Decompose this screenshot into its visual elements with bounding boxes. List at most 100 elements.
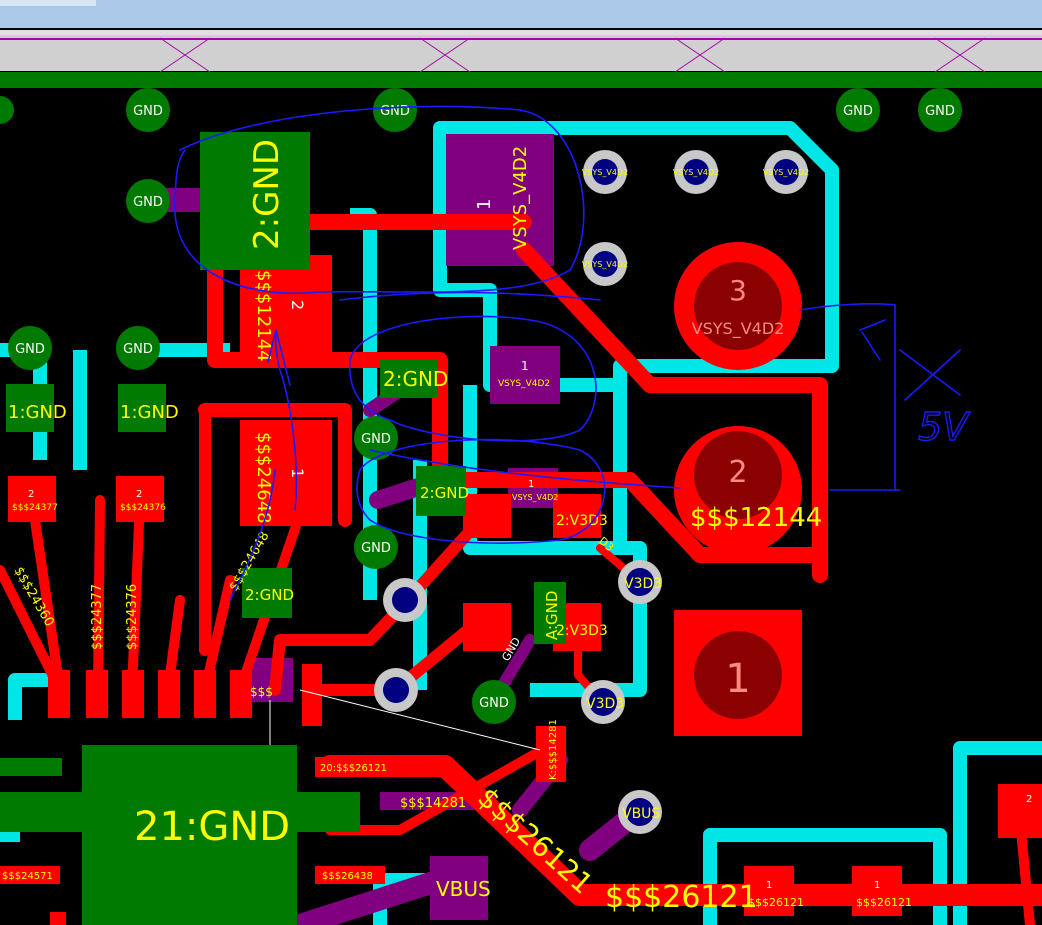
pad-26121-b [852,866,902,916]
svg-text:GND: GND [361,541,391,556]
pad-26121-a [744,866,794,916]
bottom-right-outline [703,828,947,925]
bottom-left-outline [8,673,55,720]
svg-text:GND: GND [925,104,955,119]
pad-v3d3-2 [553,494,601,538]
pad-12144 [240,255,332,355]
label-vbus-pad: VBUS [436,877,491,901]
connector-pin1-hole [694,631,782,719]
vsys-region-outline [433,121,839,392]
label-26121-pad-a: $$$26121 [748,896,804,909]
label-24376: $$$24376 [120,503,166,513]
ic-bottom-pin-1 [50,912,66,925]
svg-text:GND: GND [361,432,391,447]
board-edge-strip [0,30,1042,35]
label-21gnd: 21:GND [134,804,290,850]
label-vsys-pad: VSYS_V4D2 [510,146,531,250]
ic-corner-pad [0,758,62,776]
label-26438: $$$26438 [322,871,373,882]
gnd-via-6 [126,179,170,223]
ratsnest-lines [269,689,541,751]
svg-text:GND: GND [133,104,163,119]
svg-text:1: 1 [528,479,534,490]
annotation-strokes [174,105,961,601]
circle-gnd-middle [349,315,597,442]
connector-pin2-hole [694,431,782,519]
label-2gnd-mid: 2:GND [420,484,469,502]
label-24377-trace: $$$24377 [90,584,105,650]
ic-side-pad-3 [0,866,60,884]
vbus-bottom-pad[interactable] [430,856,488,920]
svg-text:2: 2 [136,489,142,500]
svg-text:1: 1 [766,880,772,891]
gnd-via-2 [373,88,417,132]
vsys-small-pad[interactable] [490,346,560,404]
svg-text:GND: GND [15,342,45,357]
vias[interactable] [374,150,808,834]
connector-labels: 3 VSYS_V4D2 2 1 [692,274,785,702]
circle-vsys [174,105,585,295]
svg-text:VSYS_V4D2: VSYS_V4D2 [763,168,809,177]
svg-text:1: 1 [288,468,307,478]
edge-cross-marks [159,37,986,73]
svg-text:1: 1 [474,199,495,210]
label-24571: $$$24571 [2,871,53,882]
label-short: $$$ [250,685,273,699]
conn-pin3-number: 3 [729,274,747,307]
conn-pin3-net: VSYS_V4D2 [692,319,785,339]
gnd-via-7 [8,326,52,370]
label-v3d3-via-2: V3D3 [586,696,624,712]
gnd-vias[interactable] [0,88,962,724]
label-26121-pin: 20:$$$26121 [320,763,387,774]
pad-far-right [998,784,1042,838]
label-1gnd-a: 1:GND [8,402,67,423]
ic-pin-3 [122,670,144,718]
svg-text:1: 1 [521,359,529,373]
label-v3d3-via: V3D3 [624,576,662,592]
gnd-via-11 [472,680,516,724]
label-24648-pad: $$$24648 [253,432,274,524]
vsys-bottom-pad[interactable] [446,134,554,266]
svg-text:2: 2 [288,300,307,310]
gnd-pads[interactable] [0,132,566,925]
gnd-via-4 [918,88,962,132]
ic-pin-1 [48,670,70,718]
svg-text:GND: GND [133,195,163,210]
ic-thermal-wing [0,792,360,832]
label-26121-main: $$$26121 [605,880,758,915]
ic-pin-6 [230,670,252,718]
squiggle-link [339,291,681,489]
pad-14281-k [536,726,566,782]
trace-24648-left [198,403,352,527]
ic-pin-5 [194,670,216,718]
svg-text:GND: GND [479,696,509,711]
gnd-pad-2-left [380,360,438,398]
label-2gnd-top: 2:GND [247,139,287,250]
connector-pin3-hole [694,262,782,350]
svg-text:1: 1 [874,880,880,891]
label-14281: $$$14281 [400,796,466,811]
svg-text:VSYS_V4D2: VSYS_V4D2 [582,168,628,177]
gnd-pad-1-a [6,384,54,432]
circle-lower-middle [356,438,606,544]
gnd-top-rail [0,72,1042,88]
gnd-pad-1-b [118,384,166,432]
pad-v3d3-1 [463,494,511,538]
arrow-vertical [274,329,298,511]
ic-thermal-pad [82,745,297,925]
gnd-pad-2-low [242,568,292,618]
title-bar-edge [0,0,96,6]
label-2gnd-low: 2:GND [245,586,294,604]
svg-text:VSYS_V4D2: VSYS_V4D2 [673,168,719,177]
gnd-pad-a [534,582,566,644]
label-12144-pad: $$$12144 [253,270,274,362]
label-24376-trace: $$$24376 [125,584,140,650]
pad-24648 [240,420,332,526]
pad-v3d3-3 [463,603,511,651]
gnd-pad-top [200,132,310,270]
board-edge-magenta-line [0,38,1042,40]
pad-24376 [116,476,164,522]
label-2v3d3-low: 2:V3D3 [556,623,608,639]
svg-text:2: 2 [28,489,34,500]
